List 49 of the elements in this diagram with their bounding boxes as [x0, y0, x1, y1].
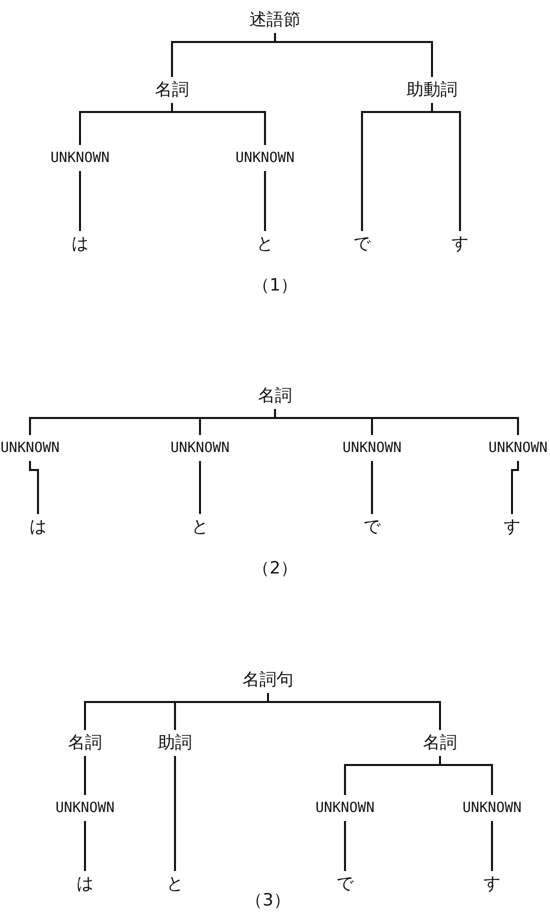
tree-branch-line — [264, 171, 266, 231]
tree-branch-line — [174, 756, 176, 871]
tree-node-label: UNKNOWN — [316, 798, 374, 818]
tree-node-label: UNKNOWN — [0, 438, 60, 458]
tree-branch-line — [171, 103, 266, 145]
tree-node-label: す — [452, 234, 468, 254]
tree-node-label: で — [354, 234, 370, 254]
tree-node-label: 名詞 — [258, 386, 292, 406]
tree-branch-line — [79, 171, 81, 231]
tree-node-label: す — [484, 874, 500, 894]
tree-node-label: UNKNOWN — [170, 438, 230, 458]
tree-branch-line — [84, 821, 86, 871]
tree-branch-line — [274, 33, 433, 77]
tree-branch-line — [371, 461, 373, 514]
tree-node-label: 述語節 — [250, 10, 300, 30]
tree-node-label: は — [76, 874, 94, 894]
tree-node-label: と — [166, 874, 184, 894]
tree-node-label: 助動詞 — [406, 80, 458, 100]
tree-node-label: UNKNOWN — [50, 148, 110, 168]
tree-node-label: UNKNOWN — [342, 438, 402, 458]
tree-node-label: 名詞 — [155, 80, 189, 100]
figure-number: （2） — [252, 558, 298, 580]
tree-branch-line — [274, 409, 519, 435]
tree-node-label: 助詞 — [158, 733, 192, 753]
tree-node-label: で — [364, 517, 380, 537]
tree-node-label: と — [256, 234, 274, 254]
tree-node-label: 名詞 — [68, 733, 102, 753]
tree-branch-line — [439, 756, 493, 795]
tree-node-label: 名詞句 — [242, 670, 294, 690]
tree-node-label: 名詞 — [423, 733, 457, 753]
figure-number: （1） — [252, 274, 298, 296]
tree-branch-line — [84, 756, 86, 795]
tree-node-label: UNKNOWN — [488, 438, 548, 458]
tree-branch-line — [344, 821, 346, 871]
tree-node-label: は — [30, 517, 46, 537]
tree-node-label: UNKNOWN — [236, 148, 294, 168]
tree-node-label: で — [336, 874, 354, 894]
tree-branch-line — [511, 461, 519, 514]
tree-branch-line — [267, 693, 441, 730]
tree-branch-line — [29, 461, 39, 514]
tree-branch-line — [491, 821, 493, 871]
tree-node-label: と — [192, 517, 208, 537]
figure-number: （3） — [246, 890, 290, 912]
tree-node-label: は — [72, 234, 88, 254]
tree-node-label: UNKNOWN — [56, 798, 114, 818]
tree-node-label: す — [504, 517, 520, 537]
tree-branch-line — [199, 461, 201, 514]
tree-node-label: UNKNOWN — [462, 798, 522, 818]
tree-branch-line — [431, 103, 461, 231]
